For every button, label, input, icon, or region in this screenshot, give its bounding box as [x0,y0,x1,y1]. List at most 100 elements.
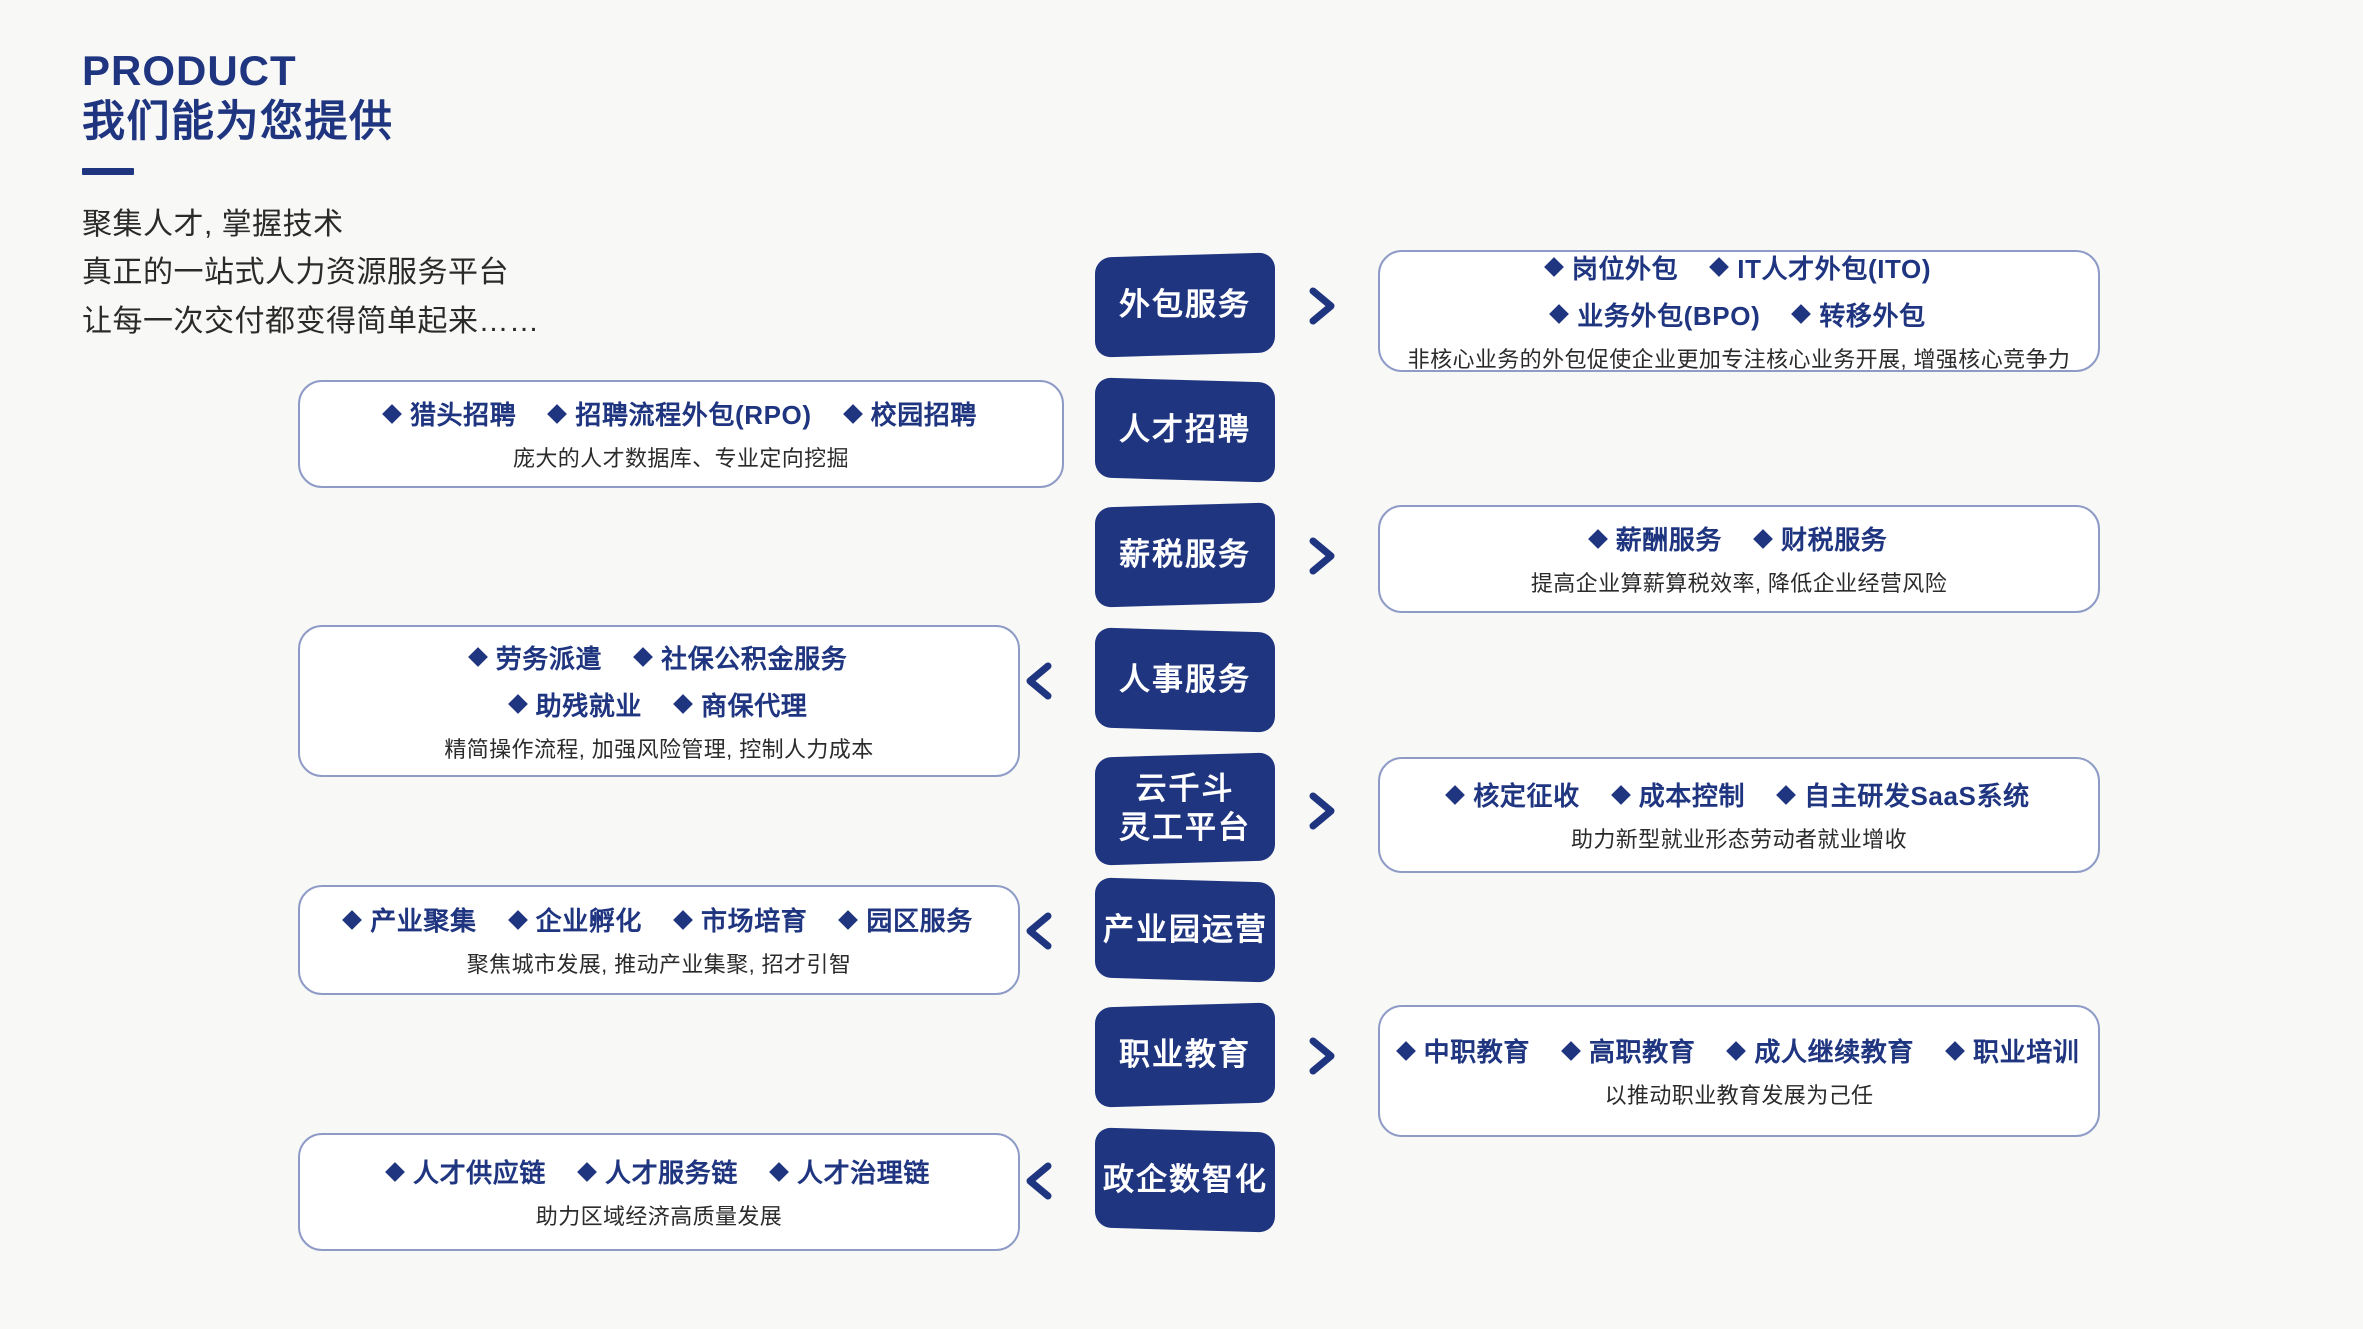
flow-badge-4[interactable]: 人事服务 [1095,627,1275,733]
service-tag[interactable]: 核定征收 [1445,776,1579,813]
service-tag-label: 岗位外包 [1571,253,1679,284]
title-underline-rule [82,167,134,175]
diamond-bullet-icon [1709,257,1730,277]
service-tag[interactable]: 市场培育 [673,901,808,938]
service-tag-label: 商保代理 [701,690,808,721]
service-tag[interactable]: 商保代理 [673,686,808,723]
flow-badge-7[interactable]: 职业教育 [1095,1002,1275,1108]
diamond-bullet-icon [1610,784,1631,805]
flow-badge-label: 职业教育 [1119,1036,1251,1072]
service-tag-label: 产业聚集 [370,906,477,936]
card-tag-rows: 猎头招聘招聘流程外包(RPO) 校园招聘 [318,395,1044,432]
service-tag[interactable]: 劳务派遣 [467,639,602,676]
flow-detail-card-4: 劳务派遣社保公积金服务助残就业 商保代理精简操作流程, 加强风险管理, 控制人力成… [298,625,1020,777]
service-tag[interactable]: 高职教育 [1561,1032,1696,1069]
chevron-right-icon [1300,283,1346,329]
service-tag[interactable]: 人才供应链 [385,1153,546,1190]
card-note: 非核心业务的外包促使企业更加专注核心业务开展, 增强核心竞争力 [1407,346,2071,372]
flow-badge-6[interactable]: 产业园运营 [1095,877,1275,983]
diamond-bullet-icon [1561,1040,1581,1061]
service-tag[interactable]: 职业培训 [1945,1032,2080,1069]
service-tag[interactable]: 转移外包 [1791,296,1925,333]
service-tag[interactable]: 社保公积金服务 [633,639,847,676]
service-tag-label: 业务外包(BPO) [1577,300,1761,331]
diamond-bullet-icon [842,403,863,424]
service-tag[interactable]: 产业聚集 [342,901,477,938]
service-tag[interactable]: 校园招聘 [842,395,977,432]
flow-detail-card-1: 岗位外包 IT人才外包(ITO) 业务外包(BPO) 转移外包非核心业务的外包促使企业… [1378,250,2100,372]
flow-badge-label: 产业园运营 [1102,911,1268,947]
service-tag[interactable]: 助残就业 [507,686,642,723]
service-tag[interactable]: 猎头招聘 [382,395,517,432]
card-tag-rows: 中职教育 高职教育 成人继续教育 职业培训 [1395,1032,2080,1069]
card-tag-row: 岗位外包 IT人才外包(ITO) [1398,249,2080,286]
service-tag-label: 猎头招聘 [409,400,517,430]
chevron-right-icon [1300,788,1346,834]
diamond-bullet-icon [1549,304,1570,324]
service-tag[interactable]: 成本控制 [1610,776,1745,813]
service-tag[interactable]: 自主研发SaaS系统 [1776,776,2030,813]
diamond-bullet-icon [385,1161,405,1182]
flow-badge-label: 云千斗 灵工平台 [1119,771,1251,845]
service-tag-label: 职业培训 [1973,1037,2080,1067]
card-tag-rows: 岗位外包 IT人才外包(ITO) 业务外包(BPO) 转移外包 [1398,249,2080,333]
card-note: 聚焦城市发展, 推动产业集聚, 招才引智 [466,952,852,977]
service-tag[interactable]: 园区服务 [838,901,972,938]
service-tag[interactable]: 中职教育 [1395,1032,1530,1069]
card-tag-rows: 产业聚集企业孵化 市场培育园区服务 [318,901,1000,938]
diamond-bullet-icon [507,694,528,714]
flow-badge-2[interactable]: 人才招聘 [1095,377,1275,483]
flow-badge-5[interactable]: 云千斗 灵工平台 [1095,752,1275,866]
card-note: 以推动职业教育发展为己任 [1604,1083,1874,1108]
service-tag[interactable]: 招聘流程外包(RPO) [547,395,811,432]
diamond-bullet-icon [1395,1040,1416,1061]
flow-badge-1[interactable]: 外包服务 [1095,252,1275,358]
diamond-bullet-icon [633,647,653,667]
service-tag[interactable]: 薪酬服务 [1587,520,1722,557]
diamond-bullet-icon [577,1161,597,1182]
service-tag[interactable]: 岗位外包 [1543,249,1679,286]
flow-badge-8[interactable]: 政企数智化 [1095,1127,1275,1233]
card-tag-rows: 劳务派遣社保公积金服务助残就业 商保代理 [318,639,1000,723]
card-tag-row: 业务外包(BPO) 转移外包 [1398,296,2080,333]
service-tag-label: 人才服务链 [604,1158,738,1188]
service-tag-label: 财税服务 [1781,525,1888,555]
diamond-bullet-icon [547,403,568,424]
diamond-bullet-icon [673,909,693,930]
chevron-right-icon [1300,1033,1346,1079]
flow-badge-3[interactable]: 薪税服务 [1095,502,1275,608]
card-note: 精简操作流程, 加强风险管理, 控制人力成本 [444,736,874,762]
card-tag-row: 中职教育 高职教育 成人继续教育 职业培训 [1395,1032,2080,1069]
service-tag[interactable]: 企业孵化 [507,901,642,938]
service-tag[interactable]: 成人继续教育 [1726,1032,1914,1069]
diamond-bullet-icon [382,403,402,424]
lead-paragraph: 聚集人才, 掌握技术 真正的一站式人力资源服务平台 让每一次交付都变得简单起来…… [82,201,842,347]
service-tag[interactable]: 财税服务 [1753,520,1888,557]
chevron-left-icon [1015,658,1061,704]
card-tag-row: 薪酬服务 财税服务 [1398,520,2080,557]
diamond-bullet-icon [769,1161,789,1182]
service-tag[interactable]: 人才服务链 [577,1153,738,1190]
flow-badge-label: 人事服务 [1119,661,1251,697]
service-tag-label: 中职教育 [1423,1037,1530,1067]
lead-line-2: 真正的一站式人力资源服务平台 [82,256,509,290]
service-tag[interactable]: IT人才外包(ITO) [1709,249,1931,286]
diamond-bullet-icon [1587,528,1608,549]
diamond-bullet-icon [1726,1040,1747,1061]
card-note: 提高企业算薪算税效率, 降低企业经营风险 [1530,571,1948,596]
diamond-bullet-icon [342,909,363,930]
service-tag-label: 助残就业 [535,690,642,721]
chevron-left-icon [1015,1158,1061,1204]
service-tag-label: 市场培育 [701,906,808,936]
diamond-bullet-icon [1791,304,1812,324]
diamond-bullet-icon [1945,1040,1965,1061]
diamond-bullet-icon [467,647,488,667]
diamond-bullet-icon [1776,784,1796,805]
service-tag[interactable]: 业务外包(BPO) [1549,296,1761,333]
service-tag-label: 成人继续教育 [1754,1037,1914,1067]
service-tag-label: 高职教育 [1588,1037,1696,1067]
lead-line-3: 让每一次交付都变得简单起来…… [82,304,540,338]
service-tag[interactable]: 人才治理链 [769,1153,930,1190]
chevron-right-icon [1300,533,1346,579]
